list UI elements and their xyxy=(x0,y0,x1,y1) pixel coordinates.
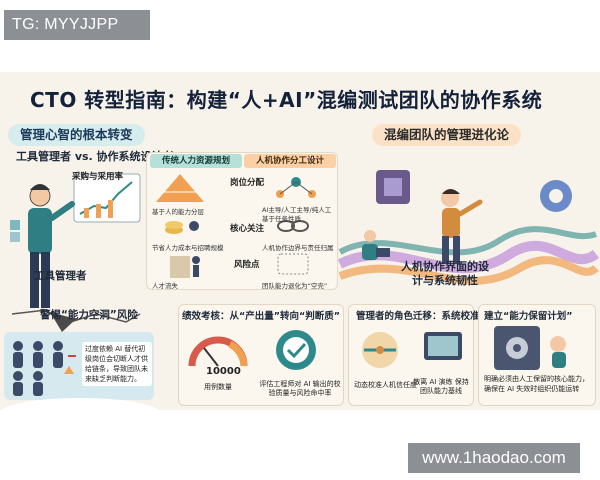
collaboration-flow-illustration xyxy=(337,170,600,285)
chart-label: 采购与采用率 xyxy=(72,172,124,182)
page-title: CTO 转型指南：构建“人+AI”混编测试团队的协作系统 xyxy=(30,88,543,112)
people-icons xyxy=(13,341,76,396)
cloud-decoration xyxy=(0,398,160,410)
watermark-bottom: www.1haodao.com xyxy=(408,443,580,473)
vault-icon xyxy=(494,326,566,370)
row-right-risk: 团队能力退化为“空壳” xyxy=(262,282,328,290)
risk-label: 警惕“能力空洞”风险 xyxy=(40,309,138,321)
comparison-icons xyxy=(156,174,316,278)
row-label-role: 岗位分配 xyxy=(230,178,265,188)
card-performance-title: 绩效考核：从“产出量”转向“判断质” xyxy=(182,311,340,322)
row-left-role: 基于人的能力分层 xyxy=(152,208,204,216)
left-subtitle: 工具管理者 vs. 协作系统设计者 xyxy=(16,150,174,163)
calibration-icons xyxy=(362,332,462,368)
card-role-title: 管理者的角色迁移：系统校准 xyxy=(356,311,480,322)
gauge-and-badge-icons xyxy=(188,330,316,370)
card-performance-cap2: 评估工程师对 AI 输出的校验质量与风险命中率 xyxy=(259,380,341,397)
col-traditional-header: 传统人力资源规划 xyxy=(150,154,242,168)
flow-title: 人机协作界面的设计与系统韧性 xyxy=(401,260,489,287)
col-ai-header: 人机协作分工设计 xyxy=(244,154,336,168)
left-section-header: 管理心智的根本转变 xyxy=(8,124,145,146)
infographic: CTO 转型指南：构建“人+AI”混编测试团队的协作系统 管理心智的根本转变 工… xyxy=(0,72,600,410)
tool-manager-label: 工具管理者 xyxy=(34,270,87,282)
card-role-cap2: 散离 AI 演练 保持团队能力基线 xyxy=(413,378,469,395)
card-performance-cap1: 用例数量 xyxy=(204,383,232,391)
row-right-role: AI主导/人工主导/纯人工 基于任务性质 xyxy=(262,206,332,223)
card-retention-title: 建立“能力保留计划” xyxy=(484,311,573,322)
right-section-header: 混编团队的管理进化论 xyxy=(372,124,522,146)
watermark-top: TG: MYYJJPP xyxy=(4,10,150,40)
row-right-focus: 人机协作边界与责任归属 xyxy=(262,244,334,252)
risk-text: 过度依赖 AI 替代初级岗位会切断人才供给链条，导致团队未来缺乏判断能力。 xyxy=(82,342,152,386)
row-label-risk: 风险点 xyxy=(234,260,260,270)
row-left-risk: 人才流失 xyxy=(152,282,178,290)
card-role-cap1: 动态校准人机信任度 xyxy=(354,381,417,389)
tool-manager-illustration xyxy=(10,173,141,332)
card-retention-note: 明确必须由人工保留的核心能力，确保在 AI 失效时组织仍能运转 xyxy=(484,375,589,393)
gauge-value: 10000 xyxy=(206,366,241,377)
row-left-focus: 节省人力成本与招聘规模 xyxy=(152,244,224,252)
card-performance xyxy=(178,304,344,406)
row-label-focus: 核心关注 xyxy=(230,224,265,234)
